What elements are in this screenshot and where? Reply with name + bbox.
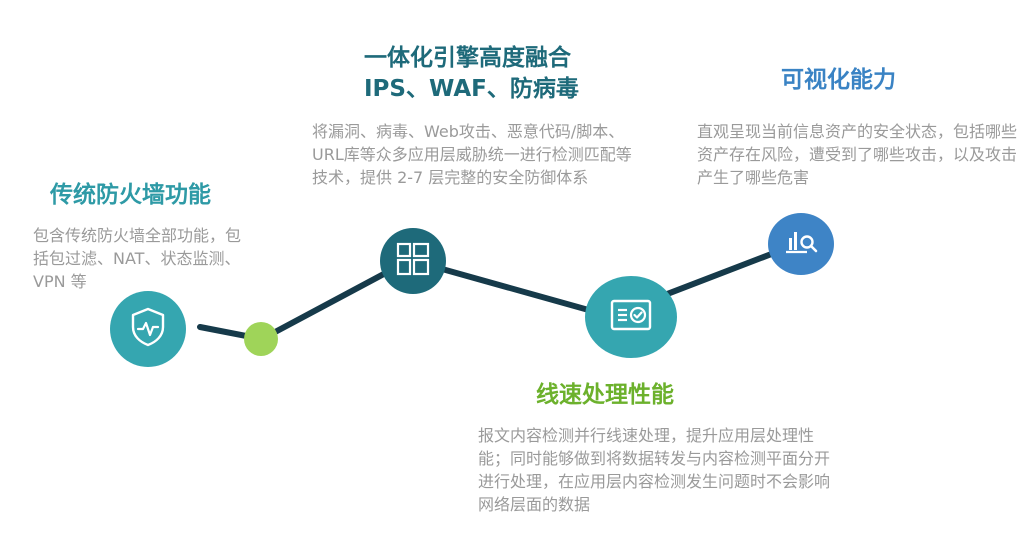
line-speed-node — [585, 276, 677, 358]
grid-layout-icon — [395, 241, 431, 281]
fusion-engine-node — [380, 228, 446, 294]
visualization-title: 可视化能力 — [781, 67, 896, 93]
checked-document-icon — [609, 297, 653, 337]
line-speed-title: 线速处理性能 — [536, 382, 674, 408]
firewall-description: 包含传统防火墙全部功能，包括包过滤、NAT、状态监测、VPN 等 — [33, 226, 242, 291]
green-dot-marker — [244, 322, 278, 356]
fusion-engine-description: 将漏洞、病毒、Web攻击、恶意代码/脚本、URL库等众多应用层威胁统一进行检测匹… — [312, 122, 632, 187]
line-speed-description: 报文内容检测并行线速处理，提升应用层处理性能；同时能够做到将数据转发与内容检测平… — [478, 426, 831, 514]
visualization-description: 直观呈现当前信息资产的安全状态，包括哪些资产存在风险，遭受到了哪些攻击，以及攻击… — [697, 122, 1018, 187]
firewall-title: 传统防火墙功能 — [50, 182, 211, 208]
firewall-node — [110, 291, 186, 367]
visualization-node — [768, 213, 834, 275]
shield-pulse-icon — [129, 306, 167, 352]
fusion-engine-title-line1: 一体化引擎高度融合 — [364, 45, 571, 71]
connector-line — [197, 240, 803, 342]
chart-search-icon — [783, 226, 819, 262]
fusion-engine-title-line2: IPS、WAF、防病毒 — [364, 76, 579, 102]
